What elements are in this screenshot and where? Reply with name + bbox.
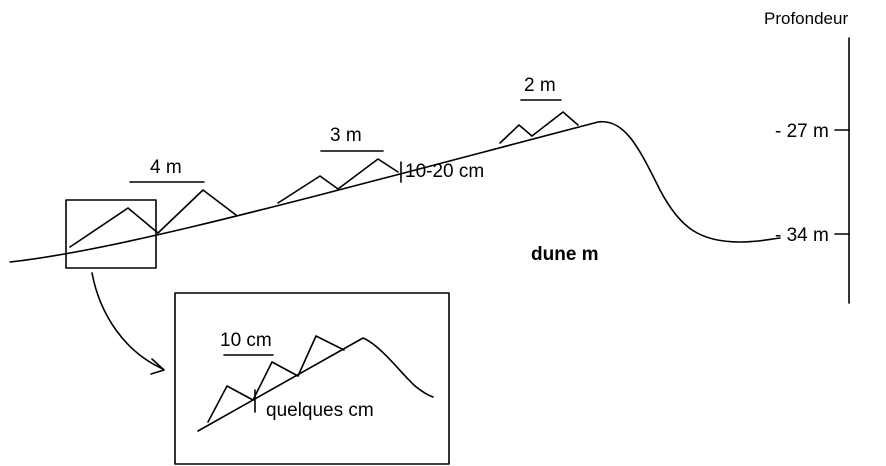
inset-label-10cm: 10 cm — [220, 330, 272, 351]
height-label-10-20cm: 10-20 cm — [405, 161, 484, 182]
ripple-3m-1 — [277, 175, 339, 204]
inset-box — [174, 292, 450, 465]
depth-label-34: - 34 m — [775, 225, 829, 246]
dune-label: dune m — [531, 244, 599, 265]
ripple-3m-2 — [337, 158, 399, 190]
ripple-label-2m: 2 m — [524, 75, 556, 96]
ripple-4m-2 — [157, 189, 237, 234]
zoom-arrow-head — [150, 358, 165, 375]
depth-axis-title: Profondeur — [764, 9, 848, 28]
inset-profile-line — [197, 337, 434, 432]
ripple-4m-1 — [69, 207, 159, 248]
inset-ripple-3 — [297, 335, 345, 377]
ripple-2m-1 — [499, 124, 533, 144]
inset-ripple-1 — [207, 385, 254, 423]
zoom-arrow-line — [91, 272, 164, 370]
inset-label-quelques-cm: quelques cm — [266, 400, 374, 421]
ripple-label-3m: 3 m — [330, 125, 362, 146]
ripple-label-4m: 4 m — [150, 157, 182, 178]
ripple-2m-2 — [531, 111, 579, 137]
dune-profile-line — [9, 120, 781, 263]
selection-box — [65, 199, 157, 269]
inset-ripple-2 — [252, 361, 299, 401]
depth-label-27: - 27 m — [775, 121, 829, 142]
